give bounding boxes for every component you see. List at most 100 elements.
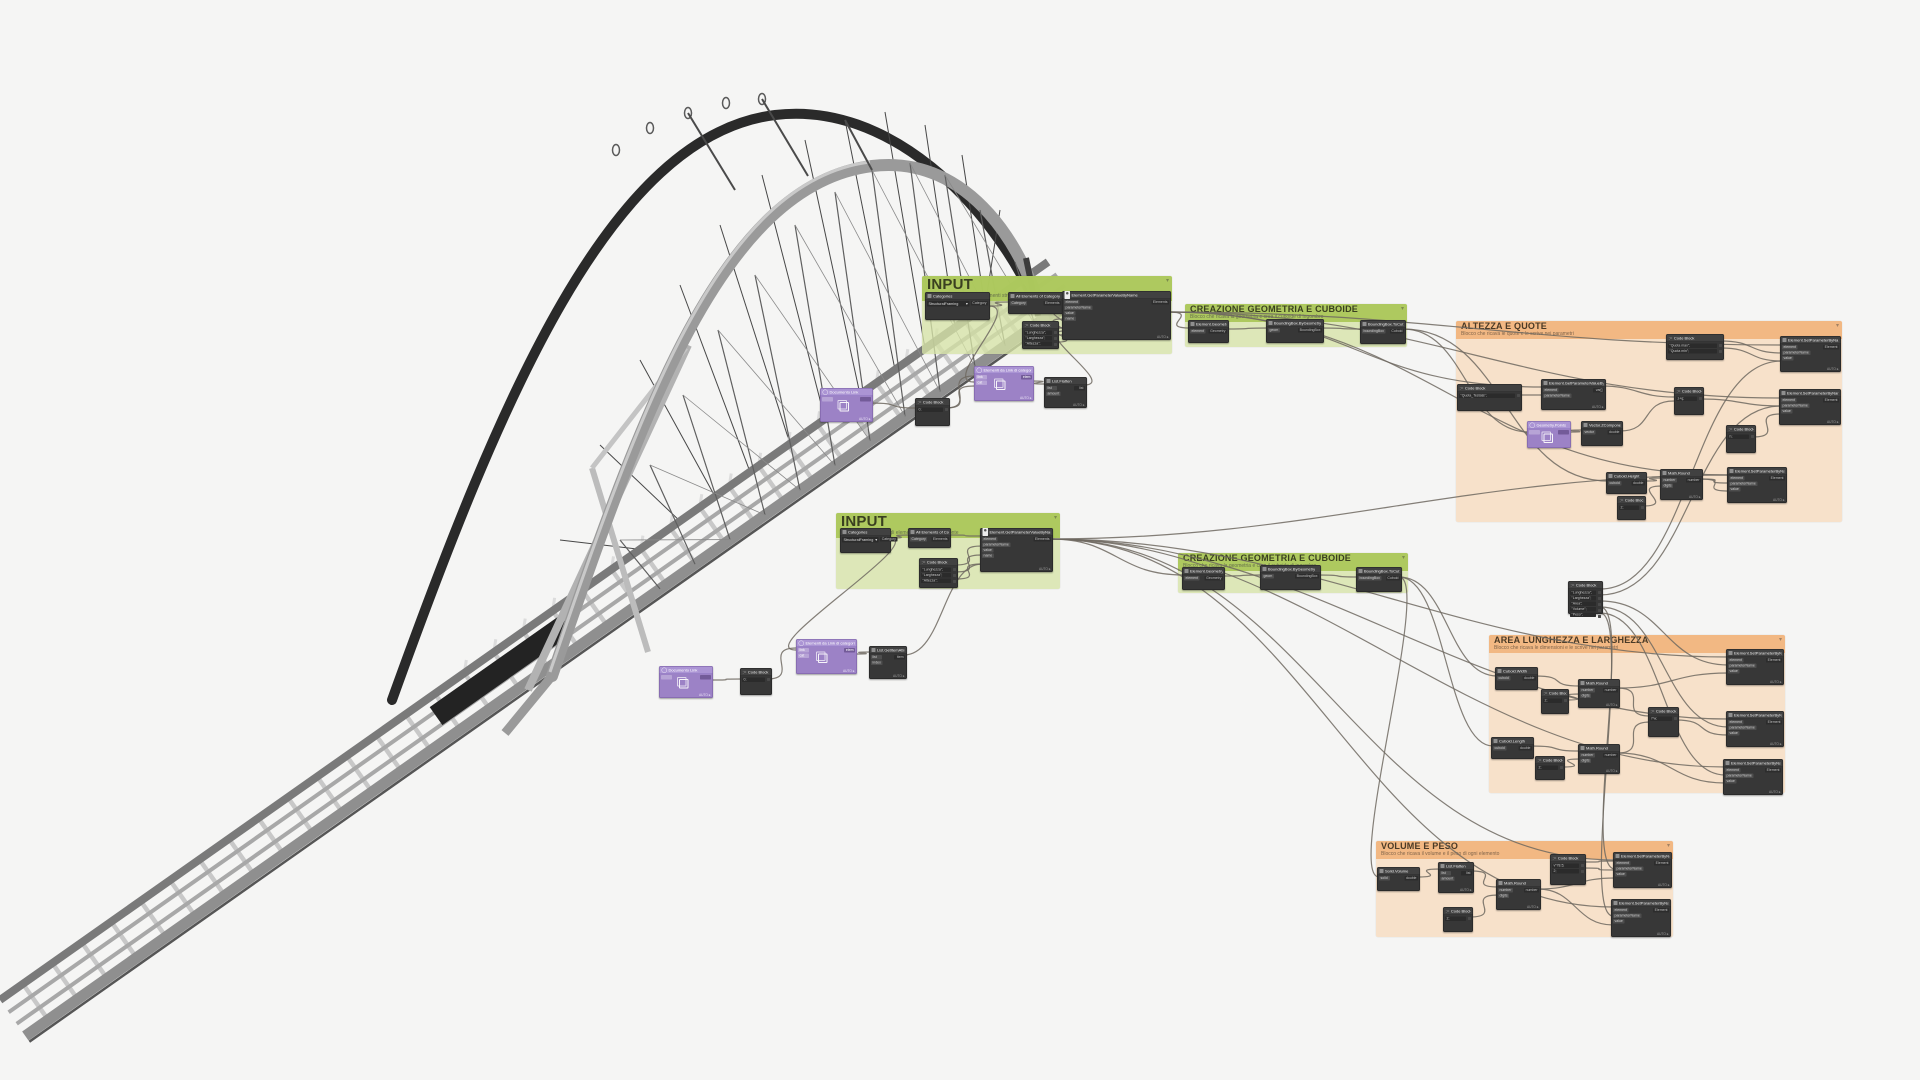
input-port[interactable]: element [1543,388,1559,393]
code-line[interactable]: "Peso"; [1570,612,1596,617]
code-line[interactable]: "Quota_Testata"; [1459,393,1515,398]
code-line[interactable]: h; [1728,434,1749,439]
output-port[interactable] [1581,870,1584,873]
param-names-codeblock[interactable]: :=Code Block"Lunghezza";"Larghezza";"Are… [1568,581,1603,618]
output-port[interactable] [1598,615,1601,618]
output-port[interactable]: Geometry [1204,576,1223,581]
input-port[interactable]: value [1613,919,1625,924]
input-port[interactable]: parameterName [1543,393,1572,398]
group-collapse-icon[interactable]: ▾ [1401,555,1405,561]
output-port[interactable]: Element [1823,345,1839,350]
output-port[interactable]: Elements [1151,300,1169,305]
link-doc-1[interactable]: Documento Link AUTO ▸ [820,388,873,422]
output-port[interactable]: Element [1823,398,1839,403]
input-port[interactable]: number [1498,888,1513,893]
alt-getparam[interactable]: Element.GetParameterValueByNameelementpa… [1541,379,1606,410]
output-port[interactable] [1054,331,1057,334]
output-port[interactable] [1558,430,1569,435]
input-port[interactable]: element [1064,300,1080,305]
lacing-label[interactable]: AUTO ▸ [698,693,711,698]
output-port[interactable] [1598,603,1601,606]
lacing-label[interactable]: AUTO ▸ [1657,883,1670,888]
input-port[interactable]: geom [1262,574,1274,579]
input-port[interactable] [822,397,833,402]
lacing-label[interactable]: AUTO ▸ [1591,405,1604,410]
category-dropdown[interactable]: StructuralFraming▾ [842,537,879,543]
alt-geometry-plus[interactable]: Geometry.Points [1527,421,1571,448]
input-port[interactable]: Category [910,537,928,542]
code-line[interactable]: "Altezza"; [1024,341,1052,346]
code-line[interactable]: "Altezza"; [921,578,951,583]
output-port[interactable] [1517,394,1520,397]
output-port[interactable]: Element [1654,861,1670,866]
input-port[interactable] [1529,430,1540,435]
input-port[interactable]: value [1728,731,1740,736]
code-line[interactable]: 2; [1537,765,1558,770]
input-port[interactable]: parameterName [1728,663,1757,668]
alt-zcomponent[interactable]: Vector.ZComponentvectordouble [1581,421,1623,446]
output-port[interactable] [1581,864,1584,867]
code-line[interactable]: "Larghezza"; [1024,336,1052,341]
lacing-label[interactable]: AUTO ▸ [1772,498,1785,503]
output-port[interactable]: Geometry [1208,329,1227,334]
lacing-label[interactable]: AUTO ▸ [1019,396,1032,401]
output-port[interactable]: elem [843,648,855,653]
output-port[interactable]: item [894,655,905,660]
area-setparam-3[interactable]: Element.SetParameterByNameelementparamet… [1723,759,1783,795]
output-port[interactable] [860,397,871,402]
output-port[interactable]: number [1603,753,1618,758]
codeblock-1a[interactable]: :=Code Block"Lunghezza";"Larghezza";"Alt… [1022,321,1059,349]
input-port[interactable]: element [1613,908,1629,913]
lacing-label[interactable]: AUTO ▸ [1072,403,1085,408]
input-port[interactable]: value [1729,487,1741,492]
alt-codeblock-minmax[interactable]: :=Code Block"Quota max";"Quota min"; [1666,334,1724,360]
input-port[interactable]: solid [1379,876,1390,881]
lacing-label[interactable]: AUTO ▸ [1459,888,1472,893]
input-port[interactable]: parameterName [1728,725,1757,730]
input-port[interactable]: digits [1662,483,1674,488]
output-port[interactable] [1598,609,1601,612]
input-port[interactable]: element [1615,861,1631,866]
input-port[interactable]: cat [976,380,987,385]
output-port[interactable]: Elements [931,537,949,542]
lacing-label[interactable]: AUTO ▸ [1656,932,1669,937]
input-port[interactable]: digits [1580,693,1592,698]
input-port[interactable]: number [1662,478,1677,483]
input-port[interactable]: number [1580,688,1595,693]
input-port[interactable]: list [871,655,882,660]
group-collapse-icon[interactable]: ▾ [1165,278,1169,284]
output-port[interactable]: elem [1020,375,1032,380]
alt-codeblock-quota[interactable]: :=Code Block"Quota_Testata"; [1457,384,1522,411]
output-port[interactable]: number [1603,688,1618,693]
lacing-label[interactable]: AUTO ▸ [1768,790,1781,795]
lacing-label[interactable]: AUTO ▸ [1156,335,1169,340]
area-setparam-1[interactable]: Element.SetParameterByNameelementparamet… [1726,649,1784,685]
input-port[interactable]: parameterName [1781,403,1810,408]
link-doc-2[interactable]: Documento Link AUTO ▸ [659,666,713,698]
output-port[interactable]: Element [1766,658,1782,663]
output-port[interactable] [1598,597,1601,600]
output-port[interactable] [1468,917,1471,920]
input-port[interactable]: parameterName [1729,481,1758,486]
tocuboid-1[interactable]: BoundingBox.ToCuboidboundingBoxCuboid [1360,320,1406,344]
group-collapse-icon[interactable]: ▾ [1835,323,1839,329]
lacing-label[interactable]: AUTO ▸ [1769,680,1782,685]
input-port[interactable]: element [1782,345,1798,350]
input-port[interactable]: value [1725,779,1737,784]
